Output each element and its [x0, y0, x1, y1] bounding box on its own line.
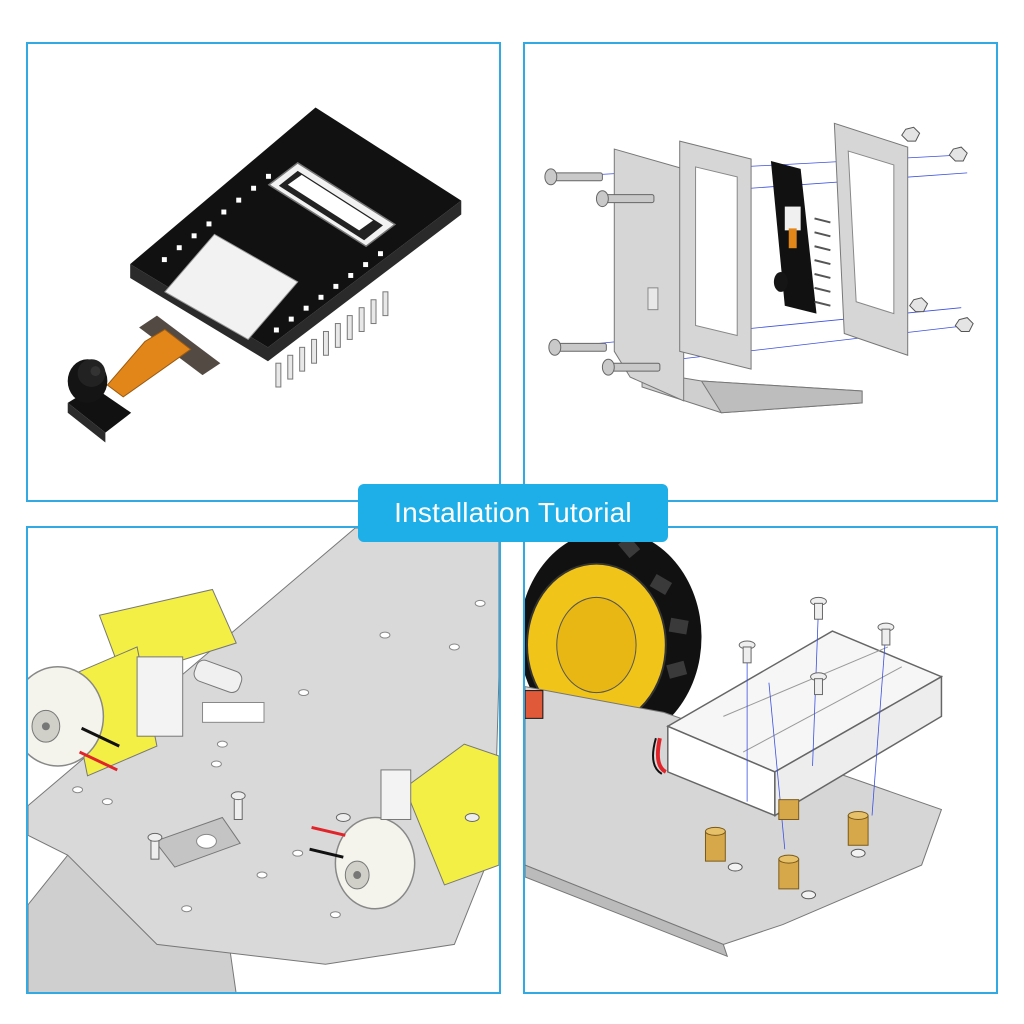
wheel [525, 530, 702, 745]
chassis-illustration [28, 528, 499, 992]
brass-spacers [704, 799, 869, 890]
alignment-lines [746, 607, 887, 850]
pin-holes [161, 173, 383, 333]
camera-module [67, 359, 132, 443]
panel-wheel-battery-box [523, 526, 998, 994]
panel-chassis-motors [26, 526, 501, 994]
bracket-illustration [544, 122, 974, 414]
flex-cable [106, 328, 192, 398]
left-gear-motor [28, 588, 243, 777]
power-switch [525, 690, 544, 719]
board-top [130, 107, 462, 348]
panel-camera-bracket [523, 42, 998, 502]
esp32-cam-illustration [67, 107, 462, 443]
wifi-module-shield [164, 233, 299, 341]
lower-chassis-plate [28, 854, 237, 992]
header-pins [275, 291, 389, 388]
bracket-plate-front [613, 148, 685, 402]
board-side [130, 200, 462, 362]
chassis-holes [72, 599, 486, 919]
battery-box-illustration [525, 530, 944, 958]
esp32-cam-board [770, 160, 831, 314]
red-wire [655, 737, 667, 774]
chassis-screws [147, 791, 480, 860]
panel-esp32-cam-board [26, 42, 501, 502]
black-wire [652, 737, 663, 775]
nuts [901, 126, 974, 332]
title-badge: Installation Tutorial [358, 484, 668, 542]
black-wire [80, 726, 120, 748]
motor-slot [202, 701, 265, 723]
screws [544, 168, 661, 376]
screws [738, 596, 895, 696]
red-wire [78, 750, 118, 772]
battery-box [666, 630, 944, 817]
right-gear-motor [334, 743, 499, 910]
